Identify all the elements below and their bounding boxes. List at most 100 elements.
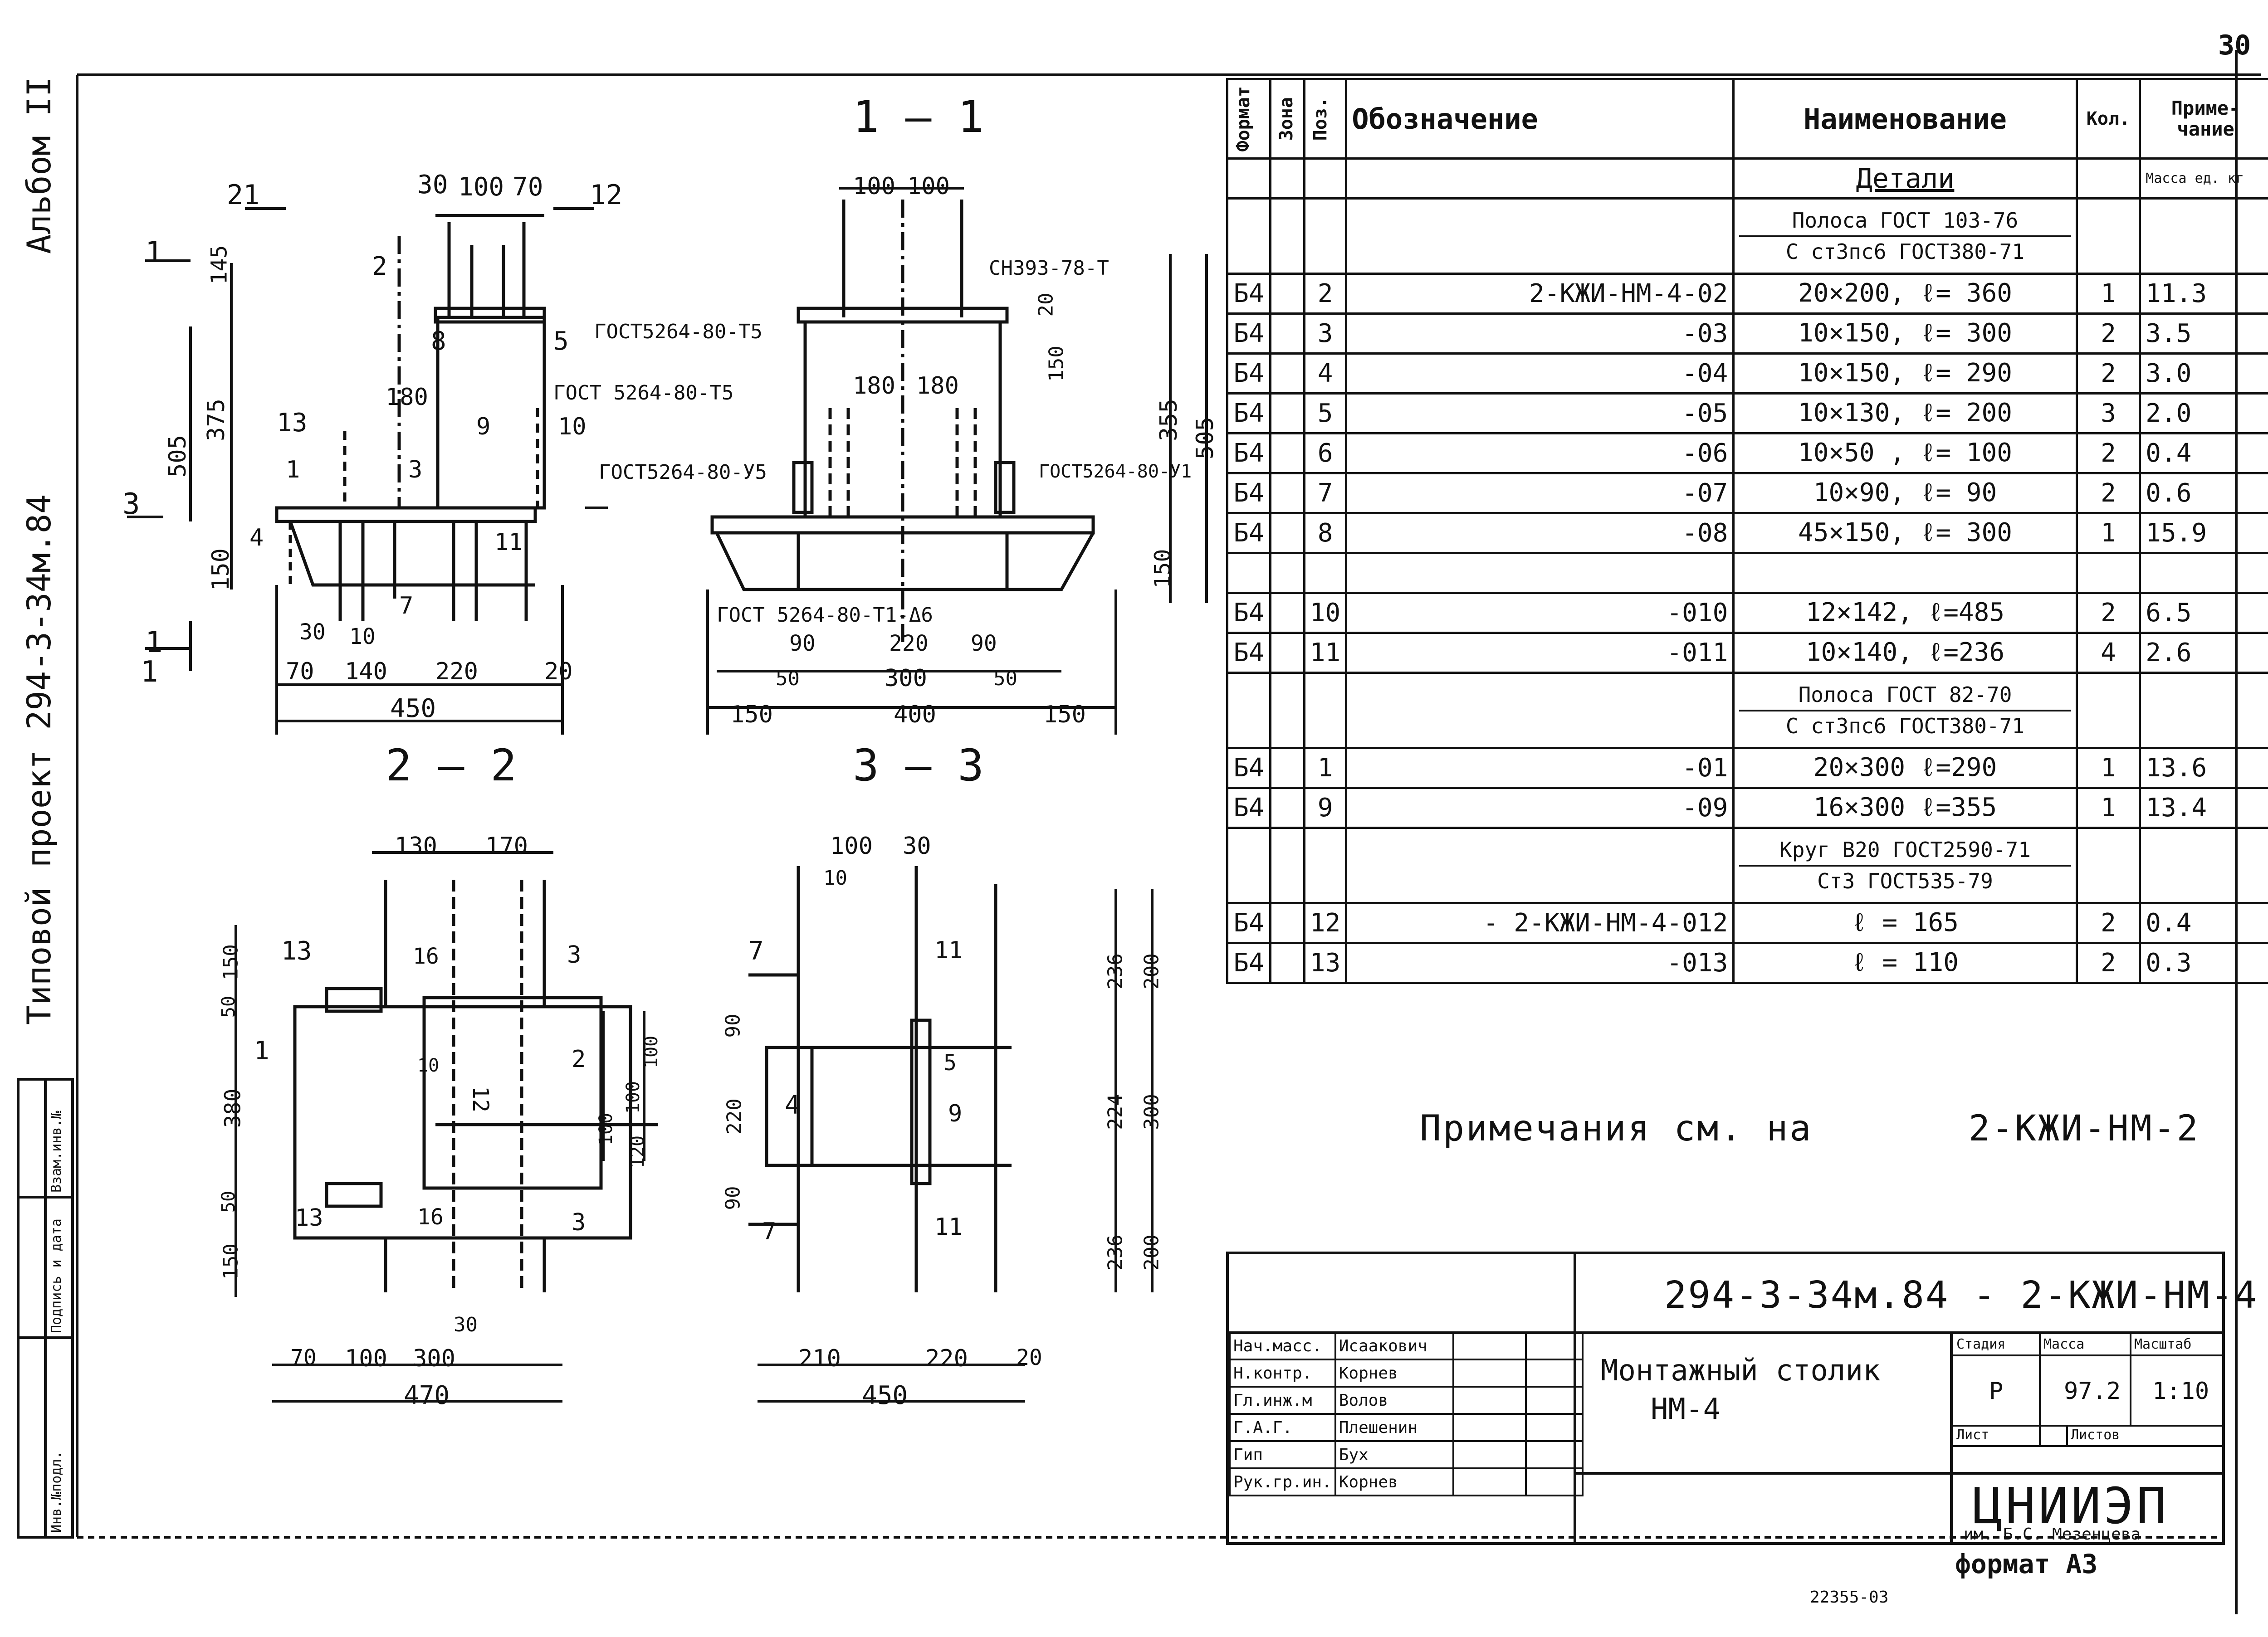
- dim-label: 180: [386, 384, 428, 411]
- sig-name: Плешенин: [1334, 1413, 1454, 1442]
- cell-mass: 2.0: [2139, 392, 2268, 434]
- dim-label: 300: [885, 665, 927, 692]
- dim-label: 90: [971, 631, 997, 656]
- mass-value: 97.2: [2064, 1378, 2121, 1405]
- dim-label: 150: [207, 548, 235, 591]
- dim-label: 30: [903, 833, 931, 860]
- section-title-3-3: 3 — 3: [853, 740, 984, 791]
- sig-date: [1525, 1386, 1584, 1415]
- col-format: Формат: [1233, 86, 1254, 152]
- cell-name: 10×140, ℓ=236: [1732, 632, 2078, 674]
- cell-designation: -06: [1345, 432, 1735, 474]
- cell-mass: 3.5: [2139, 312, 2268, 355]
- sig-name: Корнев: [1334, 1467, 1454, 1496]
- pos-label: 5: [553, 326, 569, 356]
- section-mark: 1: [145, 626, 163, 659]
- dim-label: 200: [1140, 1234, 1163, 1271]
- pos-label: 7: [762, 1218, 777, 1245]
- cell-qty: 2: [2075, 472, 2141, 514]
- dim-label: 50: [993, 667, 1017, 690]
- spec-header-row: Формат Зона Поз. Обозначение Наименовани…: [1226, 78, 2268, 160]
- cell-qty: 2: [2075, 942, 2141, 984]
- dim-label: 236: [1104, 953, 1127, 989]
- sig-role: Гип: [1229, 1440, 1336, 1469]
- dim-label: 140: [345, 658, 387, 685]
- doc-title-line1: Монтажный столик: [1601, 1354, 1881, 1388]
- stage-label: Стадия: [1956, 1336, 2006, 1352]
- pos-label: 16: [413, 944, 439, 969]
- cell-pos: 1: [1303, 747, 1348, 789]
- cell-format: Б4: [1226, 902, 1271, 944]
- dim-label: 210: [798, 1345, 841, 1372]
- sig-signature: [1452, 1386, 1527, 1415]
- cell-mass: 0.6: [2139, 472, 2268, 514]
- dim-label: 450: [862, 1381, 908, 1410]
- cell-name: 10×130, ℓ= 200: [1732, 392, 2078, 434]
- sig-role: Н.контр.: [1229, 1359, 1336, 1388]
- org-subtitle: им. Б.С. Мезенцева: [1964, 1525, 2141, 1544]
- pos-label: 7: [399, 592, 414, 619]
- cell-pos: 10: [1303, 592, 1348, 634]
- sig-date: [1525, 1413, 1584, 1442]
- dim-label: 150: [730, 701, 773, 728]
- dim-label: 450: [390, 694, 436, 723]
- cell-designation: -011: [1345, 632, 1735, 674]
- section-title-2-2: 2 — 2: [386, 740, 517, 791]
- dim-label: 100: [830, 833, 873, 860]
- material-top: Круг В20 ГОСТ2590-71: [1739, 835, 2071, 867]
- pos-label: 8: [431, 326, 446, 356]
- cell-mass: 11.3: [2139, 273, 2268, 315]
- cell-designation: - 2-КЖИ-НМ-4-012: [1345, 902, 1735, 944]
- section-mark: 3: [122, 487, 140, 521]
- cell-pos: 13: [1303, 942, 1348, 984]
- stamp-cell-3: Инв.№подл.: [49, 1451, 64, 1533]
- signature-row: Н.контр.Корнев: [1229, 1359, 1584, 1388]
- cell-mass: 0.4: [2139, 432, 2268, 474]
- signature-row: Рук.гр.ин.Корнев: [1229, 1467, 1584, 1496]
- pos-label: 13: [295, 1204, 323, 1232]
- pos-label: 13: [281, 936, 312, 966]
- cell-format: Б4: [1226, 432, 1271, 474]
- dim-label: 355: [1155, 399, 1183, 441]
- stamp-cell-1: Взам.инв.№: [49, 1111, 64, 1193]
- pos-label: 9: [476, 413, 491, 440]
- dim-label: 10: [349, 624, 376, 649]
- signature-row: Г.А.Г.Плешенин: [1229, 1413, 1584, 1442]
- col-qty: Кол.: [2075, 78, 2141, 160]
- dim-label: 170: [485, 833, 528, 860]
- sig-date: [1525, 1331, 1584, 1360]
- dim-label: 200: [1140, 953, 1163, 989]
- cell-qty: 1: [2075, 273, 2141, 315]
- cell-mass: 13.6: [2139, 747, 2268, 789]
- cell-pos: 9: [1303, 787, 1348, 829]
- dim-label: 145: [206, 245, 232, 285]
- doc-code: 294-3-34м.84 - 2-КЖИ-НМ-4: [1664, 1274, 2258, 1317]
- dim-label: 150: [219, 1243, 243, 1280]
- pos-label: 11: [494, 529, 523, 556]
- col-name: Наименование: [1732, 78, 2078, 160]
- sig-signature: [1452, 1413, 1527, 1442]
- pos-label: 1: [254, 1036, 269, 1066]
- org-logo: ЦНИИЭП: [1973, 1477, 2170, 1535]
- cell-name: 10×50 , ℓ= 100: [1732, 432, 2078, 474]
- cell-pos: 3: [1303, 312, 1348, 355]
- pos-label: 10: [558, 413, 587, 440]
- cell-name: 12×142, ℓ=485: [1732, 592, 2078, 634]
- cell-name: 20×300 ℓ=290: [1732, 747, 2078, 789]
- dim-label: 12: [590, 179, 623, 211]
- cell-pos: 4: [1303, 352, 1348, 395]
- weld-callout: ГОСТ5264-80-У5: [599, 461, 767, 484]
- sig-signature: [1452, 1467, 1527, 1496]
- sig-role: Г.А.Г.: [1229, 1413, 1336, 1442]
- dim-label: 100: [853, 173, 895, 200]
- cell-mass: 0.3: [2139, 942, 2268, 984]
- scale-label: Масштаб: [2134, 1336, 2192, 1352]
